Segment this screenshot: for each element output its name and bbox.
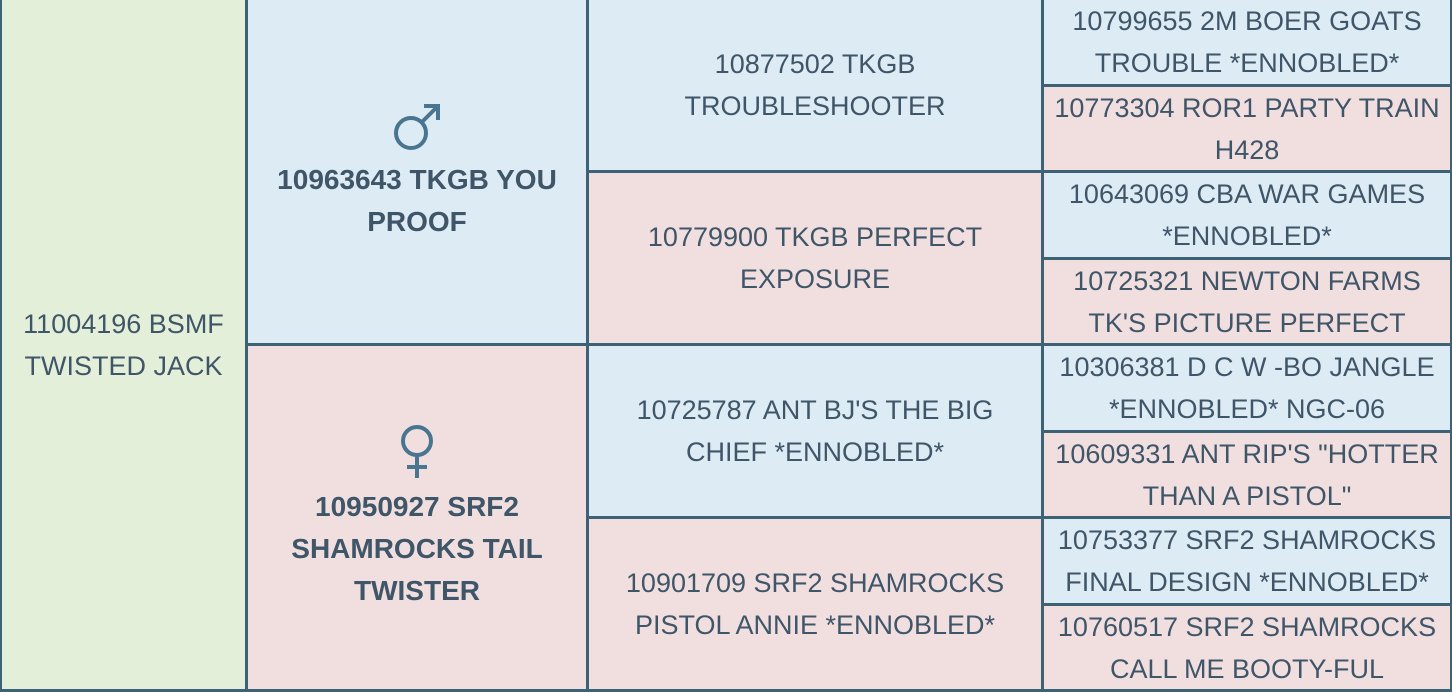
male-symbol-icon: [394, 103, 440, 150]
subject-cell[interactable]: 11004196 BSMF TWISTED JACK: [2, 0, 245, 689]
grandparent-name: 10725787 ANT BJ'S THE BIG CHIEF *ENNOBLE…: [636, 395, 994, 467]
grandparent-name: 10901709 SRF2 SHAMROCKS PISTOL ANNIE *EN…: [625, 568, 1005, 640]
great-grandparent-cell[interactable]: 10753377 SRF2 SHAMROCKS FINAL DESIGN *EN…: [1044, 519, 1450, 603]
great-grandparent-cell[interactable]: 10799655 2M BOER GOATS TROUBLE *ENNOBLED…: [1044, 0, 1450, 84]
grandparent-cell[interactable]: 10725787 ANT BJ'S THE BIG CHIEF *ENNOBLE…: [589, 346, 1041, 516]
great-grandparent-name: 10760517 SRF2 SHAMROCKS CALL ME BOOTY-FU…: [1057, 611, 1437, 684]
grandparent-cell[interactable]: 10877502 TKGB TROUBLESHOOTER: [589, 0, 1041, 170]
dam-name: 10950927 SRF2 SHAMROCKS TAIL TWISTER: [291, 490, 543, 606]
great-grandparent-name: 10799655 2M BOER GOATS TROUBLE *ENNOBLED…: [1072, 6, 1422, 78]
grandparent-name: 10779900 TKGB PERFECT EXPOSURE: [647, 222, 983, 294]
great-grandparent-name: 10306381 D C W -BO JANGLE *ENNOBLED* NGC…: [1059, 352, 1435, 424]
grandparent-cell[interactable]: 10779900 TKGB PERFECT EXPOSURE: [589, 173, 1041, 343]
great-grandparent-name: 10643069 CBA WAR GAMES *ENNOBLED*: [1068, 179, 1426, 251]
great-grandparent-cell[interactable]: 10760517 SRF2 SHAMROCKS CALL ME BOOTY-FU…: [1044, 606, 1450, 689]
great-grandparent-cell[interactable]: 10643069 CBA WAR GAMES *ENNOBLED*: [1044, 173, 1450, 257]
great-grandparent-name: 10725321 NEWTON FARMS TK'S PICTURE PERFE…: [1073, 265, 1421, 338]
great-grandparent-cell[interactable]: 10773304 ROR1 PARTY TRAIN H428: [1044, 87, 1450, 170]
great-grandparent-name: 10773304 ROR1 PARTY TRAIN H428: [1054, 92, 1440, 165]
sire-cell[interactable]: 10963643 TKGB YOU PROOF: [248, 0, 586, 343]
grandparent-cell[interactable]: 10901709 SRF2 SHAMROCKS PISTOL ANNIE *EN…: [589, 519, 1041, 689]
great-grandparent-cell[interactable]: 10306381 D C W -BO JANGLE *ENNOBLED* NGC…: [1044, 346, 1450, 430]
great-grandparent-name: 10609331 ANT RIP'S "HOTTER THAN A PISTOL…: [1055, 438, 1439, 511]
great-grandparent-name: 10753377 SRF2 SHAMROCKS FINAL DESIGN *EN…: [1057, 525, 1437, 597]
great-grandparent-cell[interactable]: 10609331 ANT RIP'S "HOTTER THAN A PISTOL…: [1044, 433, 1450, 516]
dam-cell[interactable]: 10950927 SRF2 SHAMROCKS TAIL TWISTER: [248, 346, 586, 689]
sire-name: 10963643 TKGB YOU PROOF: [277, 163, 557, 237]
female-symbol-icon: [401, 424, 433, 478]
grandparent-name: 10877502 TKGB TROUBLESHOOTER: [684, 49, 946, 121]
great-grandparent-cell[interactable]: 10725321 NEWTON FARMS TK'S PICTURE PERFE…: [1044, 260, 1450, 343]
subject-name: 11004196 BSMF TWISTED JACK: [23, 308, 224, 381]
